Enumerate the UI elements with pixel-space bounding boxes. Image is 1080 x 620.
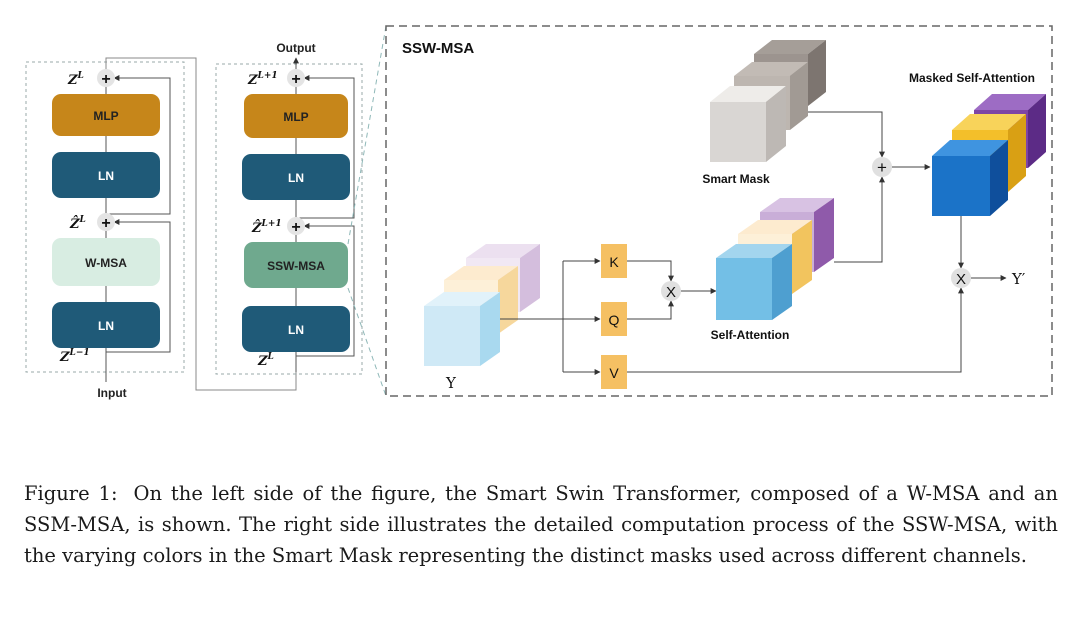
- left-mlp-block: [52, 94, 160, 136]
- self-attention-label: Self-Attention: [711, 328, 790, 342]
- v-box: [601, 355, 627, 389]
- figure-number: Figure 1:: [24, 482, 118, 505]
- middle-transformer-block: Output MLP LN SSW-MSA LN + + ZL+1 ẐL+1 Z…: [215, 41, 363, 375]
- middle-mlp-label: MLP: [283, 110, 308, 124]
- middle-ln-bottom-label: LN: [288, 323, 304, 337]
- middle-sswmsa-label: SSW-MSA: [267, 259, 325, 273]
- detail-frame: [385, 25, 1053, 397]
- middle-z-in-label: ZL: [257, 352, 274, 369]
- left-ln-bottom-label: LN: [98, 319, 114, 333]
- masked-self-attention-label: Masked Self-Attention: [909, 71, 1035, 85]
- middle-add-top-icon: [287, 69, 305, 87]
- y-prime-label: Y′: [1011, 270, 1026, 288]
- v-label: V: [609, 365, 619, 381]
- left-zhat-label: ẐL: [69, 215, 86, 232]
- q-label: Q: [609, 312, 620, 328]
- left-ln-top-block: [52, 152, 160, 198]
- zoom-line-bottom: [347, 287, 387, 397]
- middle-output-label: Output: [276, 41, 315, 55]
- block-connector: [105, 57, 297, 391]
- middle-block-frame: [215, 63, 363, 375]
- middle-mlp-block: [244, 94, 348, 138]
- zoom-line-top: [347, 25, 387, 245]
- middle-zhat-label: ẐL+1: [251, 219, 282, 236]
- left-wmsa-block: [52, 238, 160, 286]
- masked-self-attention-cube-stack: [932, 94, 1046, 216]
- middle-sswmsa-block: [244, 242, 348, 288]
- middle-ln-top-block: [242, 154, 350, 200]
- smart-mask-label: Smart Mask: [702, 172, 770, 186]
- architecture-diagram: MLP LN W-MSA LN + + ZL ẐL ZL−1 Input Out…: [25, 25, 1053, 400]
- left-z-in-label: ZL−1: [59, 348, 90, 365]
- left-add-top-icon: [97, 69, 115, 87]
- k-box: [601, 244, 627, 278]
- left-ln-bottom-block: [52, 302, 160, 348]
- self-attention-cube-stack: [716, 198, 834, 320]
- left-add-mid-symbol: +: [101, 215, 110, 232]
- y-cube-stack: [424, 244, 540, 366]
- qk-multiply-symbol: X: [666, 284, 676, 301]
- mask-add-icon: [872, 157, 892, 177]
- q-box: [601, 302, 627, 336]
- caption-text: On the left side of the figure, the Smar…: [24, 482, 1058, 567]
- left-ln-top-label: LN: [98, 169, 114, 183]
- output-multiply-symbol: X: [956, 271, 966, 288]
- middle-add-mid-symbol: +: [291, 219, 300, 236]
- left-mlp-label: MLP: [93, 109, 118, 123]
- k-label: K: [609, 254, 619, 270]
- left-z-out-label: ZL: [67, 71, 84, 88]
- middle-ln-top-label: LN: [288, 171, 304, 185]
- y-label: Y: [445, 374, 457, 392]
- left-transformer-block: MLP LN W-MSA LN + + ZL ẐL ZL−1 Input: [25, 61, 185, 400]
- left-add-top-symbol: +: [101, 71, 110, 88]
- left-input-label: Input: [97, 386, 126, 400]
- middle-ln-bottom-block: [242, 306, 350, 352]
- left-wmsa-label: W-MSA: [85, 256, 127, 270]
- middle-add-mid-icon: [287, 217, 305, 235]
- left-block-frame: [25, 61, 185, 373]
- mask-add-symbol: +: [877, 158, 887, 177]
- qk-multiply-icon: [661, 281, 681, 301]
- figure-caption: Figure 1:On the left side of the figure,…: [24, 478, 1058, 571]
- left-add-mid-icon: [97, 213, 115, 231]
- output-multiply-icon: [951, 268, 971, 288]
- middle-add-top-symbol: +: [291, 71, 300, 88]
- middle-z-out-label: ZL+1: [247, 71, 278, 88]
- detail-title: SSW-MSA: [402, 40, 474, 57]
- sswmsa-detail-panel: SSW-MSA Y K Q V X: [385, 25, 1053, 397]
- smart-mask-cube-stack: [710, 40, 826, 162]
